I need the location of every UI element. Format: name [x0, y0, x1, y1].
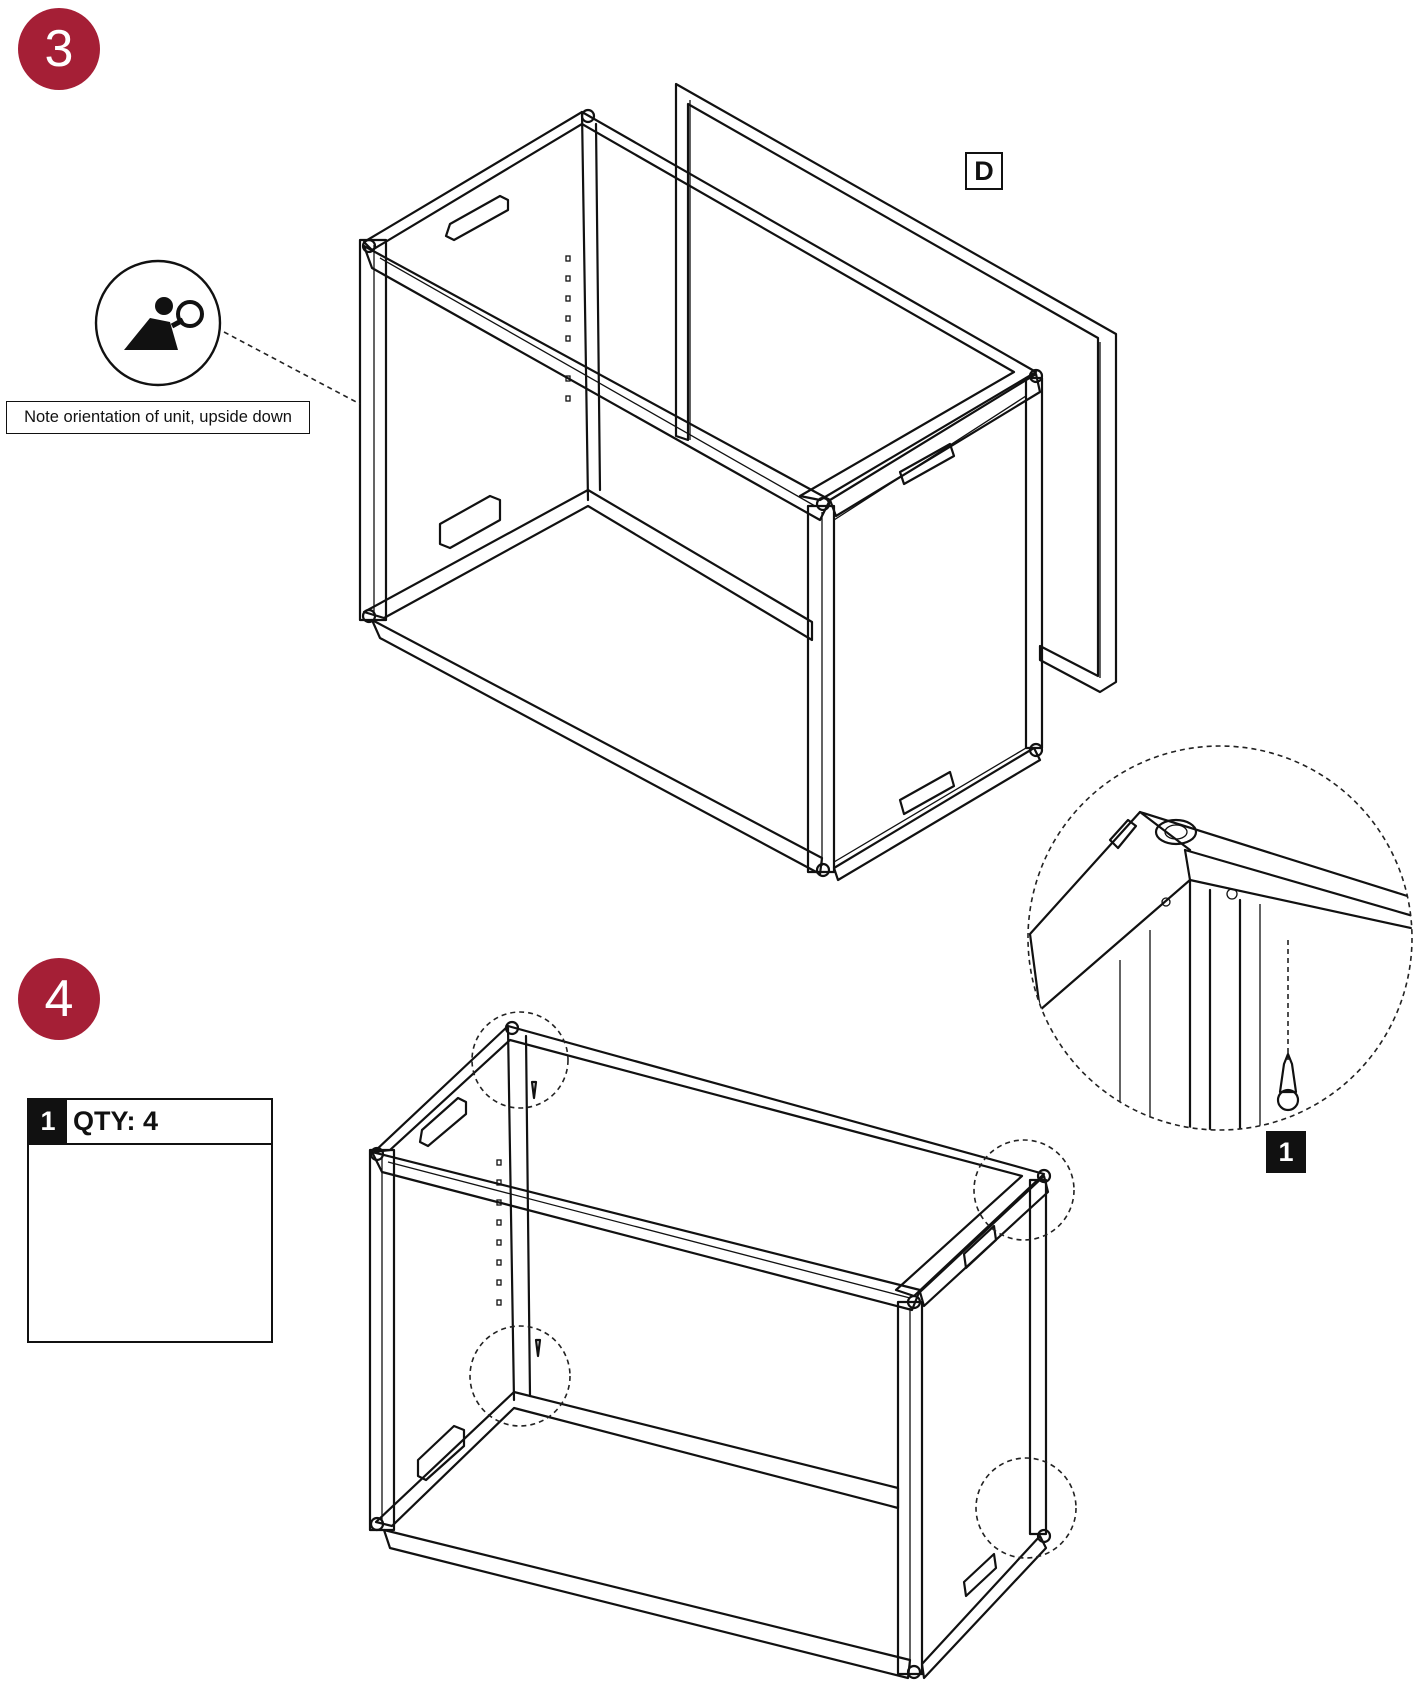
panel-d: [674, 82, 1118, 694]
step-4-badge: 4: [18, 958, 100, 1040]
inspect-callout: [94, 259, 361, 405]
hardware-qty-box: 1 QTY: 4: [27, 1098, 273, 1343]
hardware-quantity: QTY: 4: [73, 1106, 159, 1136]
orientation-note: Note orientation of unit, upside down: [6, 401, 310, 434]
part-d-label: D: [965, 152, 1003, 190]
step-3-badge: 3: [18, 8, 100, 90]
detail-screw-label: 1: [1266, 1131, 1306, 1173]
hardware-part-number: 1: [29, 1100, 67, 1143]
detail-magnified-corner: [1027, 745, 1413, 1131]
step4-cabinet-frame: [368, 1011, 1077, 1680]
step3-cabinet-frame: [358, 108, 1044, 882]
qty-header: 1 QTY: 4: [29, 1100, 271, 1145]
